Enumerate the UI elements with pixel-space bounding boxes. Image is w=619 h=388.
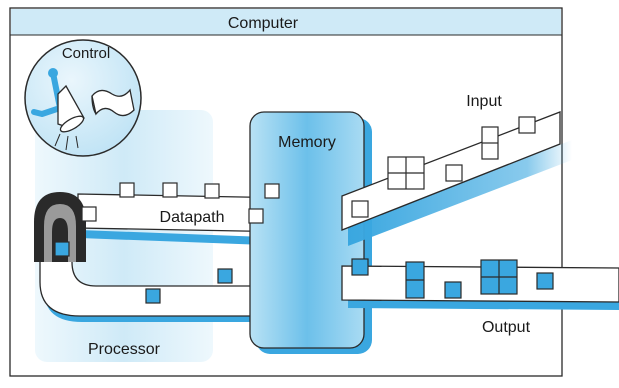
datapath-box xyxy=(248,208,264,224)
output-box xyxy=(536,272,554,290)
output-box-stack xyxy=(405,261,425,299)
input-box-grid xyxy=(387,156,425,190)
input-label: Input xyxy=(466,93,502,110)
datapath-box xyxy=(119,182,135,198)
pipe-box xyxy=(217,268,233,284)
output-box xyxy=(351,258,369,276)
datapath-box xyxy=(264,183,280,199)
title-bar xyxy=(11,9,561,35)
datapath-box xyxy=(204,183,220,199)
control-label: Control xyxy=(62,45,110,62)
input-ramp-shadow xyxy=(348,140,572,246)
input-box-stack xyxy=(481,126,499,160)
input-box xyxy=(518,116,536,134)
datapath-box xyxy=(162,182,178,198)
control-icon: Control xyxy=(24,39,142,157)
input-box xyxy=(445,164,463,182)
output-belt-shadow xyxy=(348,300,619,310)
datapath-belt-shadow xyxy=(80,230,290,246)
memory-label: Memory xyxy=(278,134,336,151)
input-box xyxy=(351,200,369,218)
pipe-box xyxy=(54,241,70,257)
output-box xyxy=(444,281,462,299)
computer-title: Computer xyxy=(228,15,299,32)
processor-label: Processor xyxy=(88,341,161,358)
pipe-box xyxy=(145,288,161,304)
datapath-box xyxy=(81,206,97,222)
output-label: Output xyxy=(482,319,531,336)
output-box-grid xyxy=(480,259,518,295)
datapath-label: Datapath xyxy=(160,209,225,226)
